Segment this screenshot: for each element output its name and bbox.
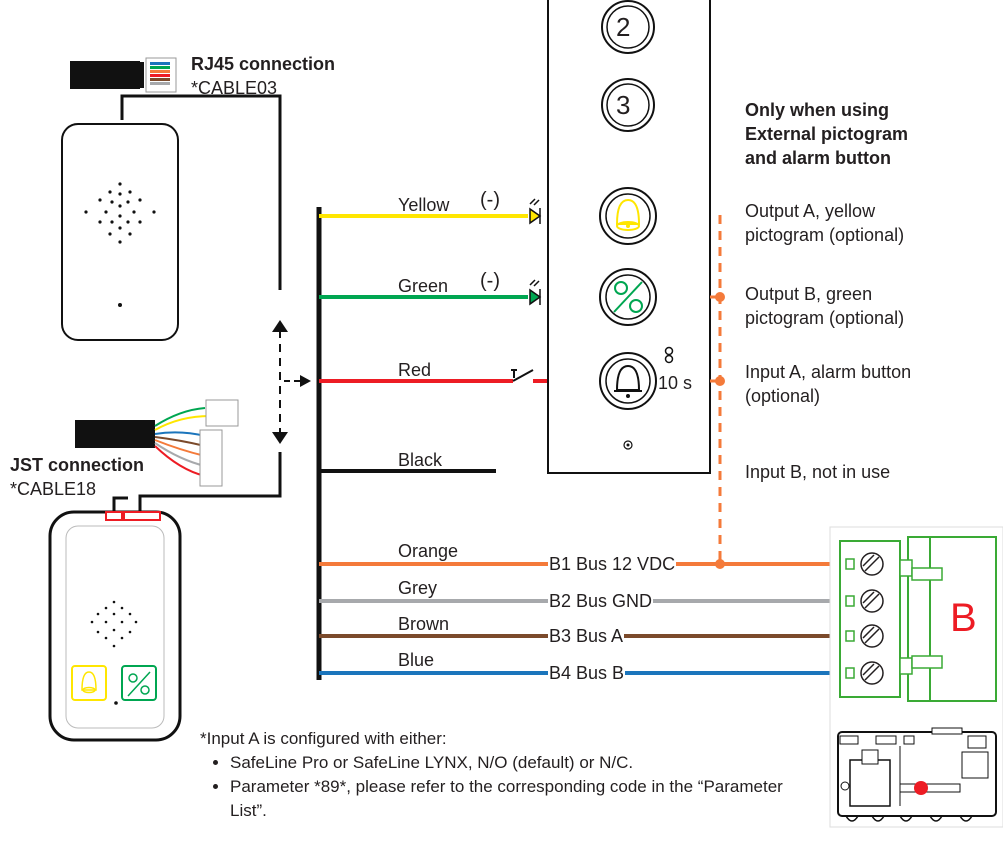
optional-line <box>710 215 730 569</box>
wire-polarity-green: (-) <box>480 270 500 292</box>
output-b-line-1: Output B, green <box>745 284 873 304</box>
wire-label-green: Green <box>398 276 449 296</box>
lift-panel <box>547 0 711 474</box>
footnote-item: SafeLine Pro or SafeLine LYNX, N/O (defa… <box>230 751 820 775</box>
wire-label-grey: Grey <box>398 578 438 598</box>
control-unit <box>837 727 997 822</box>
input-b-label: Input B, not in use <box>745 462 891 482</box>
footnote-intro: *Input A is configured with either: <box>200 729 447 748</box>
jst-cable-code: *CABLE18 <box>10 479 97 499</box>
bus-label-b1: B1 Bus 12 VDC <box>548 554 677 574</box>
wire-label-orange: Orange <box>398 541 459 561</box>
wire-polarity-yellow: (-) <box>480 189 500 211</box>
only-when-line-3: and alarm button <box>745 148 892 168</box>
rj45-title: RJ45 connection <box>191 54 336 74</box>
speaker-device-bottom <box>48 510 182 742</box>
bus-label-b3: B3 Bus A <box>548 626 625 646</box>
wire-label-yellow: Yellow <box>398 195 450 215</box>
footnote-list: SafeLine Pro or SafeLine LYNX, N/O (defa… <box>200 751 820 823</box>
terminal-label: B <box>950 596 977 640</box>
only-when-line-1: Only when using <box>745 100 890 120</box>
input-a-line-2: (optional) <box>745 386 821 406</box>
led-symbols <box>529 198 542 306</box>
floor-button-3-label: 3 <box>616 90 631 120</box>
speaker-device-top <box>61 123 179 341</box>
floor-button-2-label: 2 <box>616 12 631 42</box>
rj45-cable <box>70 57 282 290</box>
rj45-cable-code: *CABLE03 <box>191 78 278 98</box>
wire-label-brown: Brown <box>398 614 450 634</box>
input-a-line-1: Input A, alarm button <box>745 362 912 382</box>
jst-cable <box>75 399 282 512</box>
either-or-arrows <box>272 320 311 444</box>
only-when-line-2: External pictogram <box>745 124 909 144</box>
output-b-line-2: pictogram (optional) <box>745 308 905 328</box>
wire-label-blue: Blue <box>398 650 435 670</box>
wire-label-black: Black <box>398 450 443 470</box>
footnote-item: Parameter *89*, please refer to the corr… <box>230 775 820 823</box>
timer-label: 10 s <box>658 373 693 393</box>
output-a-line-2: pictogram (optional) <box>745 225 905 245</box>
footnote: *Input A is configured with either: Safe… <box>200 727 820 823</box>
output-a-line-1: Output A, yellow <box>745 201 876 221</box>
jst-title: JST connection <box>10 455 145 475</box>
wire-label-red: Red <box>398 360 432 380</box>
bus-label-b4: B4 Bus B <box>548 663 626 683</box>
bus-label-b2: B2 Bus GND <box>548 591 654 611</box>
